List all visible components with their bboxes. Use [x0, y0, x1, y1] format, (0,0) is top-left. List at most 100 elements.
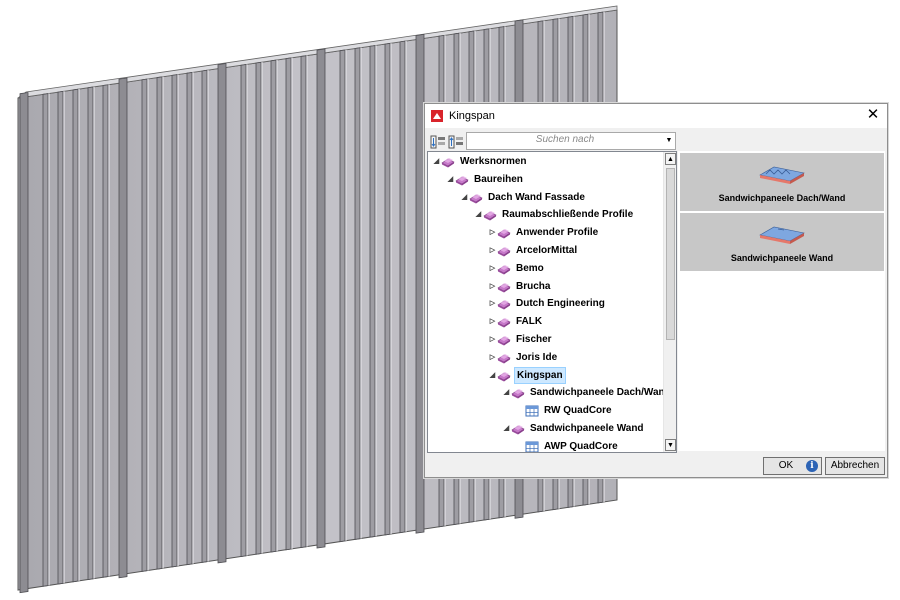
tree-node[interactable]: ▷ ArcelorMittal [488, 242, 579, 260]
tree-node[interactable]: ◢ Werksnormen [432, 153, 529, 171]
tree-node-label: Kingspan [514, 366, 566, 384]
expanded-arrow-icon[interactable]: ◢ [447, 175, 454, 183]
tree-node[interactable]: ▷ FALK [488, 313, 544, 331]
tree-node[interactable]: RW QuadCore [516, 402, 614, 420]
close-button[interactable]: ✕ [866, 106, 880, 123]
catalog-folder-icon [441, 158, 455, 168]
tree-node-label: Baureihen [474, 173, 523, 185]
tree-node-label: Sandwichpaneele Wand [530, 423, 644, 434]
panel-joint [19, 92, 29, 594]
catalog-folder-icon [497, 353, 511, 364]
scroll-thumb[interactable] [666, 168, 675, 340]
tree-node[interactable]: ◢ Dach Wand Fassade [460, 189, 587, 207]
tile-sandwich-wall[interactable]: Sandwichpaneele Wand [680, 213, 884, 271]
dialog-title: Kingspan [449, 110, 495, 122]
catalog-folder-icon [497, 371, 511, 382]
tree-node[interactable]: ▷ Dutch Engineering [488, 295, 607, 313]
panel-joint [118, 77, 128, 579]
tree-node[interactable]: ▷Brucha [488, 278, 552, 296]
collapsed-arrow-icon[interactable]: ▷ [489, 336, 496, 343]
tree-node-label: FALK [516, 316, 543, 328]
ok-label: OK [778, 460, 794, 471]
tree-node-label: AWP QuadCore [544, 440, 618, 452]
catalog-folder-icon [497, 264, 511, 275]
expanded-arrow-icon[interactable]: ◢ [433, 158, 440, 165]
catalog-folder-icon [497, 300, 511, 310]
search-input[interactable]: Suchen nach ▼ [466, 132, 676, 150]
catalog-folder-icon [455, 175, 469, 186]
tree-node-label: Sandwichpaneele Dach/Wand [530, 387, 671, 399]
tree-node-label: Werksnormen [460, 156, 527, 167]
tree-node[interactable]: ▷ Joris Ide [488, 349, 559, 367]
info-icon: i [806, 460, 818, 472]
tree-node[interactable]: ▷ Anwender Profile [488, 224, 600, 242]
catalog-folder-icon [497, 229, 511, 239]
expanded-arrow-icon[interactable]: ◢ [503, 389, 510, 397]
tree-node[interactable]: ▷ Bemo [488, 260, 546, 278]
collapsed-arrow-icon[interactable]: ▷ [489, 318, 496, 326]
tile-label: Sandwichpaneele Wand [730, 253, 834, 263]
scroll-up-arrow-icon[interactable]: ▲ [665, 153, 676, 165]
tree-node[interactable]: ◢ Kingspan [488, 366, 566, 385]
tree-scrollbar[interactable]: ▲ ▼ [663, 152, 676, 452]
catalog-folder-icon [469, 193, 483, 204]
collapsed-arrow-icon[interactable]: ▷ [489, 353, 496, 361]
search-placeholder: Suchen nach [535, 134, 595, 145]
app-logo-icon [431, 110, 443, 122]
tile-sandwich-roof-wall[interactable]: Sandwichpaneele Dach/Wand [680, 153, 884, 211]
table-icon [525, 441, 539, 452]
tree-node[interactable]: ◢ Baureihen [446, 171, 525, 189]
tree-node[interactable]: ◢ Raumabschließende Profile [474, 206, 635, 224]
tree-node[interactable]: AWP QuadCore [516, 438, 620, 452]
tree-node-label: Raumabschließende Profile [502, 209, 634, 221]
panel-rib [255, 61, 262, 555]
panel-rib [201, 69, 208, 563]
tree-node[interactable]: ◢ Sandwichpaneele Wand [502, 420, 646, 438]
collapsed-arrow-icon[interactable]: ▷ [489, 247, 496, 254]
panel-rib [354, 47, 361, 540]
expanded-arrow-icon[interactable]: ◢ [489, 371, 496, 379]
catalog-folder-icon [483, 211, 497, 221]
tree-node-label: Dach Wand Fassade [488, 191, 585, 203]
sort-descending-icon[interactable] [448, 134, 464, 150]
ok-button[interactable]: OK i [763, 457, 822, 475]
panel-rib [57, 90, 64, 585]
tree-node-label: ArcelorMittal [516, 245, 578, 256]
table-icon [525, 405, 539, 417]
tree-node-label: Anwender Profile [516, 227, 599, 239]
scroll-down-arrow-icon[interactable]: ▼ [665, 439, 676, 451]
collapsed-arrow-icon[interactable]: ▷ [489, 282, 496, 290]
panel-rib [369, 45, 376, 538]
catalog-tree: ◢ Werksnormen ◢ Baureihen ◢ Dach Wand Fassade… [427, 151, 677, 453]
cancel-button[interactable]: Abbrechen [825, 457, 885, 475]
expanded-arrow-icon[interactable]: ◢ [503, 425, 510, 432]
tree-node[interactable]: ◢ Sandwichpaneele Dach/Wand [502, 384, 673, 402]
panel-rib [72, 88, 79, 583]
catalog-folder-icon [497, 318, 511, 328]
panel-rib [102, 84, 109, 578]
chevron-down-icon[interactable]: ▼ [665, 137, 673, 144]
tree-node-label: Dutch Engineering [516, 298, 605, 310]
tree-node-label: Bemo [516, 262, 544, 274]
preview-pane: Sandwichpaneele Dach/Wand Sandwichpaneel… [678, 151, 885, 451]
tree-node[interactable]: ▷Fischer [488, 331, 554, 349]
title-bar: Kingspan ✕ [425, 104, 887, 128]
sort-ascending-icon[interactable] [430, 134, 446, 150]
panel-rib [141, 78, 148, 572]
panel-rib [270, 59, 277, 553]
tree-node-label: Joris Ide [516, 351, 558, 363]
collapsed-arrow-icon[interactable]: ▷ [489, 300, 496, 308]
panel-rib [285, 57, 292, 551]
panel-rib [42, 93, 49, 587]
collapsed-arrow-icon[interactable]: ▷ [489, 229, 496, 237]
panel-rib [156, 76, 163, 570]
expanded-arrow-icon[interactable]: ◢ [461, 193, 468, 201]
tile-label: Sandwichpaneele Dach/Wand [718, 193, 846, 203]
panel-rib [240, 64, 247, 557]
catalog-folder-icon [511, 425, 525, 435]
collapsed-arrow-icon[interactable]: ▷ [489, 264, 496, 272]
panel-rib [186, 71, 193, 566]
catalog-folder-icon [497, 282, 511, 293]
expanded-arrow-icon[interactable]: ◢ [475, 211, 482, 219]
panel-joint [415, 33, 425, 534]
